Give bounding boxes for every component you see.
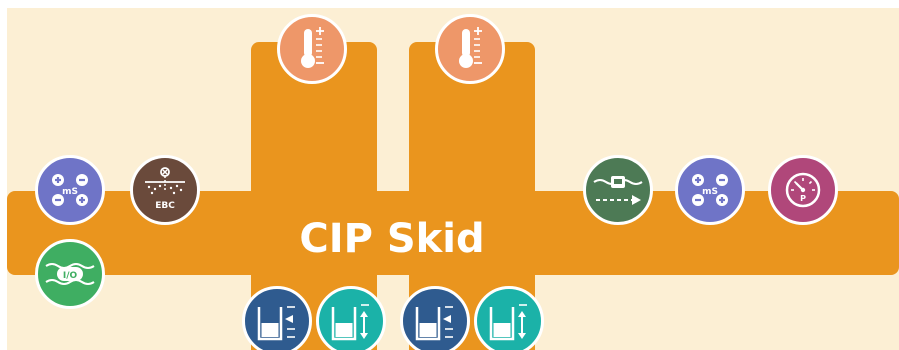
thermometer-icon bbox=[459, 27, 482, 68]
conductivity-icon: mS bbox=[692, 174, 728, 206]
flow-switch-icon: I/O bbox=[45, 263, 95, 285]
level-sensor-1[interactable] bbox=[316, 286, 386, 350]
level-radar-2[interactable] bbox=[400, 286, 470, 350]
pressure-sensor[interactable]: P bbox=[768, 155, 838, 225]
level-radar-1[interactable] bbox=[242, 286, 312, 350]
flow-switch[interactable]: I/O bbox=[35, 239, 105, 309]
turbidity-icon: EBC bbox=[145, 167, 185, 211]
level-radar-icon bbox=[415, 306, 453, 341]
conductivity-sensor-2[interactable]: mS bbox=[675, 155, 745, 225]
cip-skid-diagram: CIP Skid mS bbox=[7, 8, 899, 350]
flow-switch-label: I/O bbox=[63, 271, 78, 281]
conductivity-label: mS bbox=[62, 187, 78, 197]
pressure-gauge-icon: P bbox=[785, 172, 821, 208]
thermometer-icon bbox=[301, 27, 324, 68]
pressure-label: P bbox=[800, 194, 806, 203]
level-sensor-2[interactable] bbox=[474, 286, 544, 350]
conductivity-sensor-1[interactable]: mS bbox=[35, 155, 105, 225]
conductivity-label: mS bbox=[702, 187, 718, 197]
turbidity-sensor[interactable]: EBC bbox=[130, 155, 200, 225]
level-radar-icon bbox=[257, 306, 295, 341]
level-sensor-icon bbox=[489, 304, 527, 341]
flow-meter[interactable] bbox=[583, 155, 653, 225]
temperature-sensor-1[interactable] bbox=[277, 14, 347, 84]
diagram-title: CIP Skid bbox=[299, 216, 485, 262]
turbidity-label: EBC bbox=[155, 201, 175, 211]
conductivity-icon: mS bbox=[52, 174, 88, 206]
temperature-sensor-2[interactable] bbox=[435, 14, 505, 84]
flow-meter-icon bbox=[593, 176, 643, 205]
level-sensor-icon bbox=[331, 304, 369, 341]
